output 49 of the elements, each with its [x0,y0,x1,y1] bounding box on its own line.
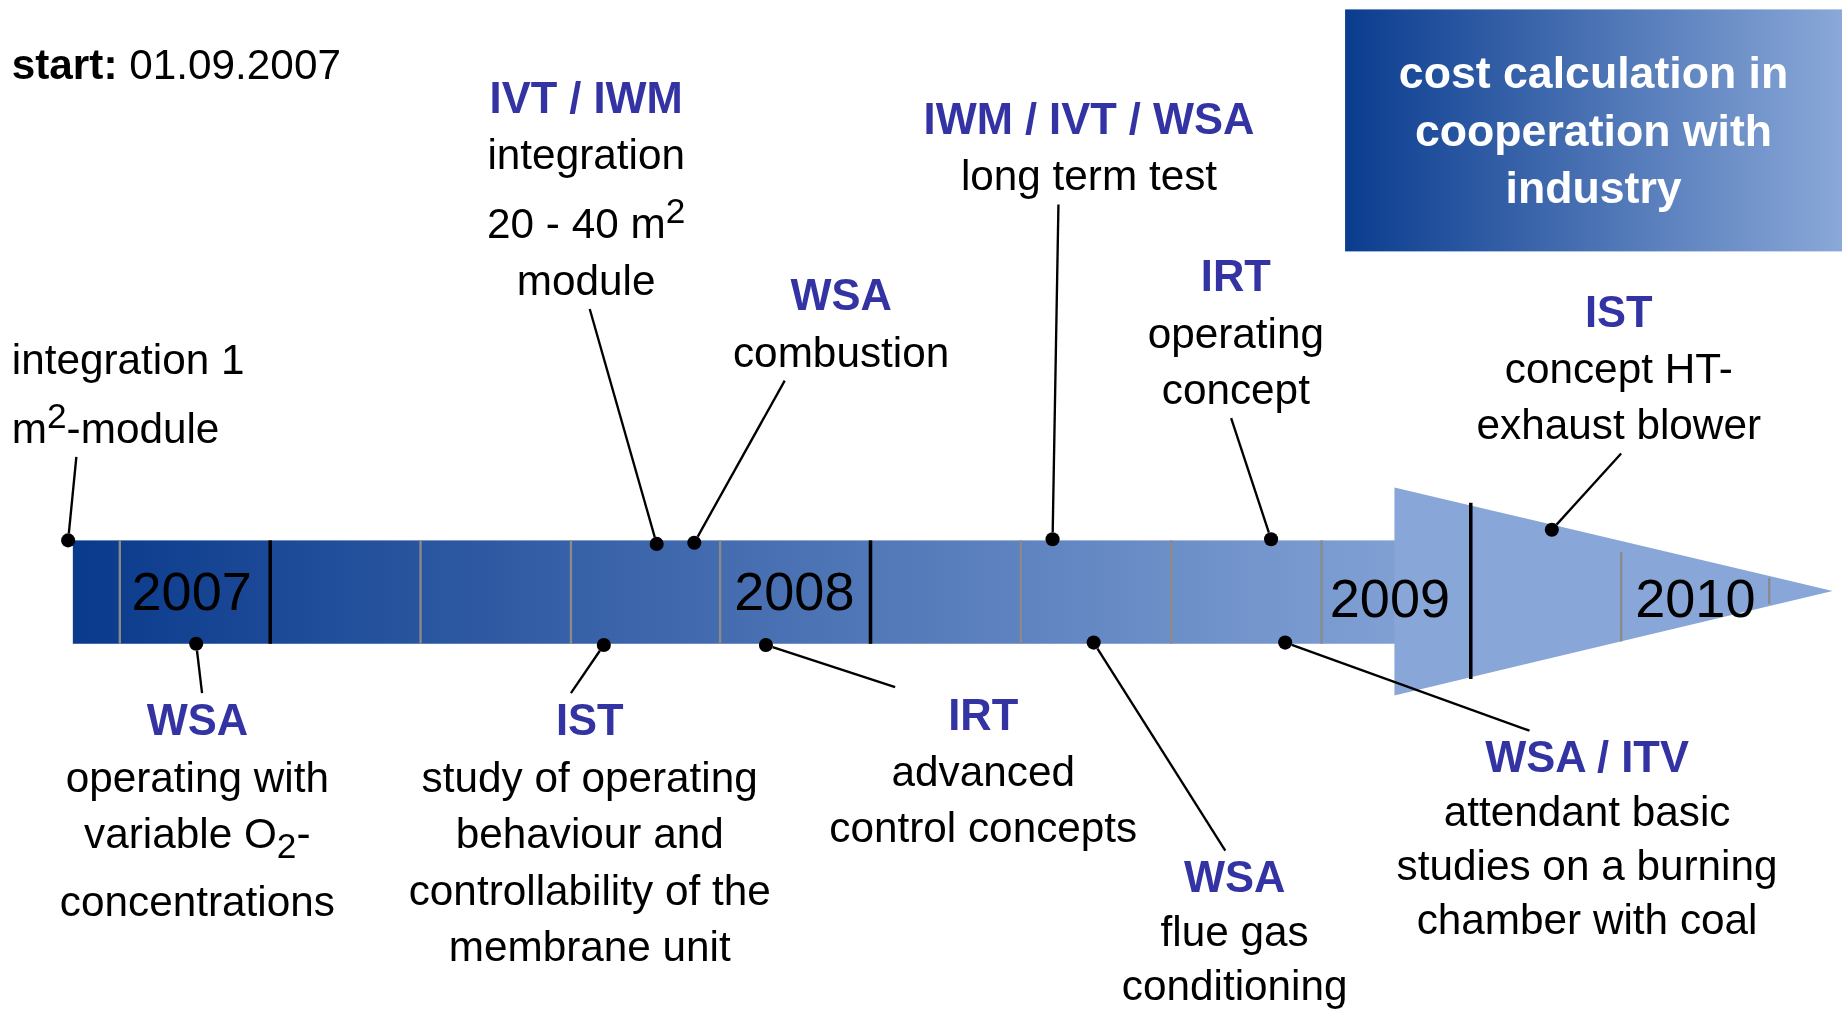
year-label: 2008 [734,559,855,623]
milestone-text: advanced control concepts [828,746,1139,854]
leader-line [1051,204,1060,533]
milestone-text: flue gas conditioning [1120,905,1349,1012]
institute-label: IVT / IWM [488,73,684,125]
leader-line [1291,643,1530,732]
milestone-text: combustion [731,326,951,378]
marker-dot [687,535,702,550]
marker-dot [1086,635,1101,650]
milestone-text: long term test [959,150,1219,202]
leader-line [1230,417,1270,533]
marker-dot [61,533,76,548]
leader-line [569,650,601,694]
milestone-text: study of operating behaviour and controllability of the membrane unit [407,752,772,973]
marker-dot [189,636,204,651]
institute-label: WSA [789,270,893,322]
milestone-text: concept HT-exhaust blower [1475,343,1762,451]
institute-label: IST [554,695,625,747]
note-box: cost calculation in cooperation with industry [1345,9,1842,252]
milestone-text: operating concept [1146,307,1325,416]
marker-dot [1045,532,1060,547]
milestone-text: integration 20 - 40 m$^{2}$ module [486,129,687,307]
leader-line [195,650,204,694]
institute-label: IWM / IVT / WSA [922,94,1256,146]
year-label: 2007 [131,559,252,623]
institute-label: WSA [1182,851,1287,904]
institute-label: WSA [145,695,250,747]
institute-label: WSA / ITV [1484,732,1690,784]
leader-line [1555,452,1623,526]
start-date-note: start: 01.09.2007 [11,39,341,90]
institute-label: IRT [1199,251,1272,303]
leader-line [772,646,896,689]
milestone-text: attendant basic studies on a burning chamber with coal [1395,786,1779,946]
marker-dot [1544,522,1559,537]
year-label: 2010 [1635,566,1756,630]
year-label: 2009 [1329,566,1451,630]
leader-line [696,380,786,538]
milestone-text: integration 1 m$^{2}$-module [11,331,306,457]
marker-dot [1278,635,1293,650]
leader-line [1096,647,1227,852]
leader-line [588,308,656,538]
institute-label: IST [1584,286,1654,338]
leader-line [67,456,78,534]
milestone-text: operating with variable O$_{2}$-concentrations [58,752,336,928]
institute-label: IRT [947,689,1020,741]
marker-dot [1264,532,1279,547]
marker-dot [758,637,773,652]
marker-dot [596,637,611,652]
marker-dot [649,536,664,551]
